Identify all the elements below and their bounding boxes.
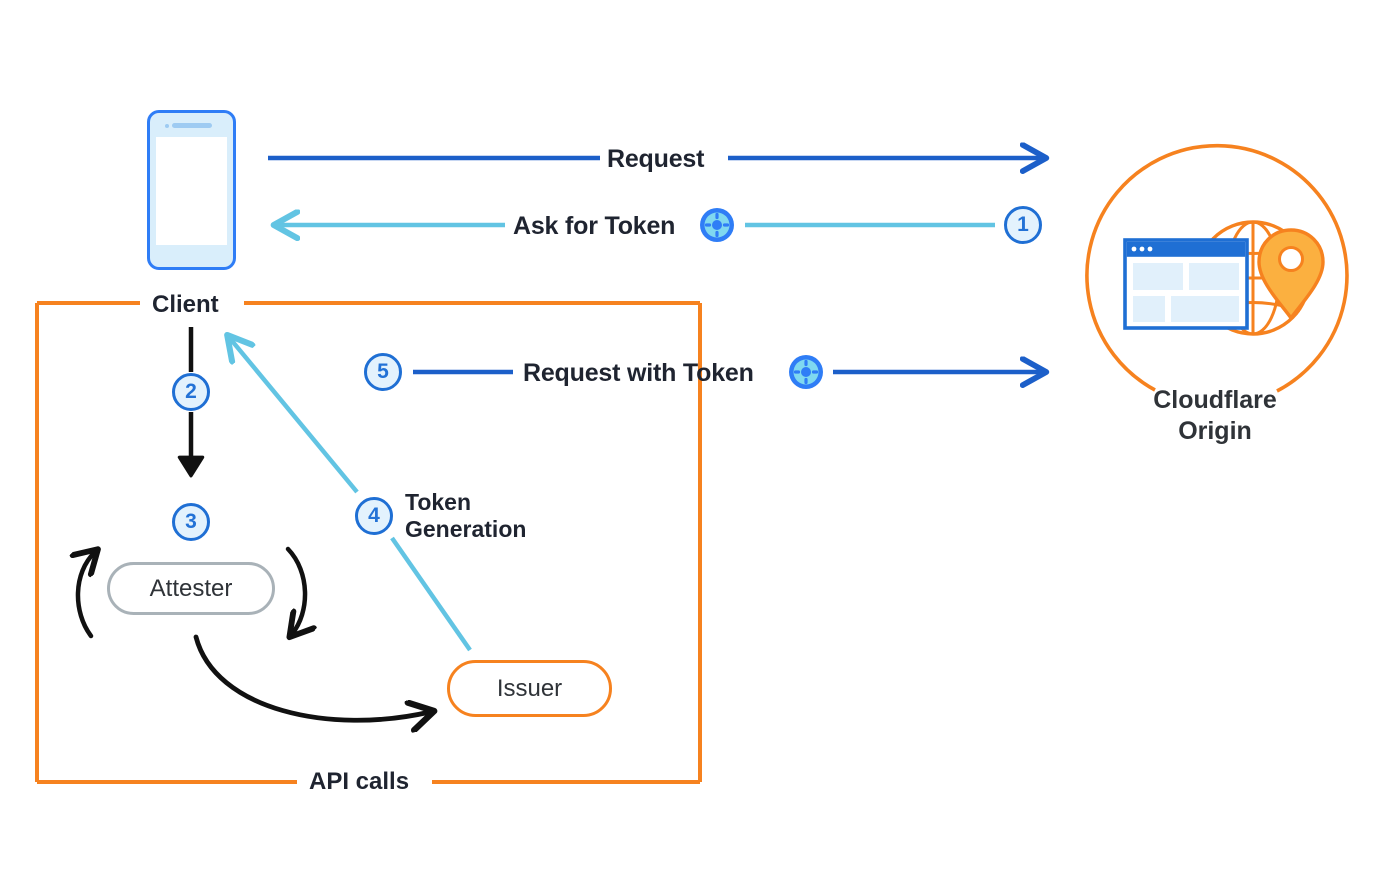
step-badge-1: 1	[1004, 206, 1042, 244]
flow-label-request: Request	[607, 145, 705, 173]
phone-speaker	[171, 123, 212, 128]
node-issuer-label: Issuer	[496, 674, 563, 702]
node-issuer[interactable]: Issuer	[447, 660, 612, 717]
token-icon-request	[789, 355, 823, 389]
phone-camera-dot	[164, 124, 169, 128]
flow-label-token-generation-line2: Generation	[405, 516, 527, 543]
group-box-label-api-calls: API calls	[309, 768, 410, 795]
node-origin-label-line2: Origin	[1178, 417, 1252, 446]
flow-attester-to-issuer-arrow	[193, 634, 430, 720]
group-box-label-client: Client	[152, 291, 219, 318]
cloudflare-origin-graphic	[1085, 143, 1349, 393]
client-phone-icon	[147, 110, 236, 270]
flow-label-request-with-token: Request with Token	[523, 359, 754, 387]
node-origin-label-line1: Cloudflare	[1153, 386, 1277, 414]
step-badge-3: 3	[172, 503, 210, 541]
step-badge-2: 2	[172, 373, 210, 411]
browser-window-icon	[1123, 238, 1249, 330]
flow-attestation-loop	[78, 549, 305, 636]
flow-label-ask-for-token: Ask for Token	[513, 212, 676, 240]
node-attester-label: Attester	[149, 574, 233, 602]
node-origin-label: Cloudflare Origin	[1140, 385, 1290, 448]
flow-label-token-generation-line1: Token	[405, 489, 472, 515]
flow-token-generation-arrow	[228, 336, 472, 652]
step-badge-4: 4	[355, 497, 393, 535]
client-group-box	[35, 301, 702, 784]
step-badge-5: 5	[364, 353, 402, 391]
phone-screen	[156, 137, 227, 245]
token-icon-ask	[700, 208, 734, 242]
flow-label-token-generation: Token Generation	[405, 489, 526, 543]
node-attester[interactable]: Attester	[107, 562, 275, 615]
location-pin-icon	[1257, 228, 1325, 320]
